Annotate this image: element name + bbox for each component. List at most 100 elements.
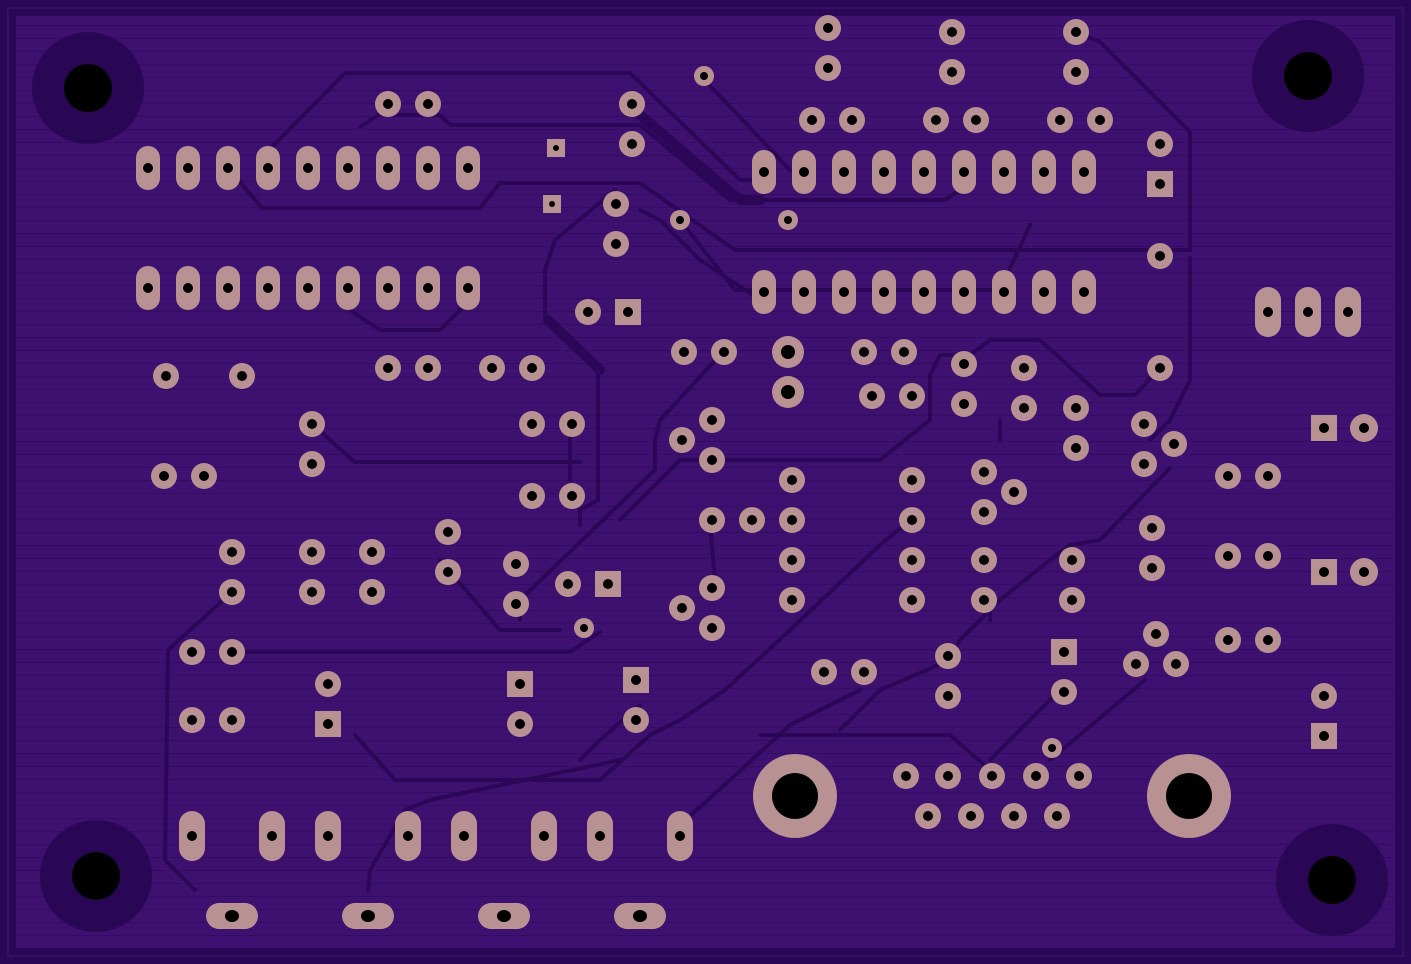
drill-hole [987, 771, 997, 781]
copper-trace [1148, 256, 1192, 442]
drill-hole [527, 363, 537, 373]
drill-hole [1359, 567, 1369, 577]
drill-hole [819, 667, 829, 677]
large-hole [1166, 773, 1212, 819]
drill-hole [463, 283, 473, 293]
drill-hole [707, 455, 717, 465]
drill-hole [859, 667, 869, 677]
drill-hole [907, 515, 917, 525]
drill-hole [1039, 167, 1049, 177]
copper-trace [1048, 678, 1147, 762]
drill-hole [199, 471, 209, 481]
mounting-hole [72, 852, 120, 900]
drill-hole [943, 771, 953, 781]
mounting-holes [32, 20, 1388, 936]
drill-hole [187, 831, 197, 841]
drill-hole [143, 283, 153, 293]
drill-hole [487, 363, 497, 373]
drill-hole [947, 67, 957, 77]
drill-hole [227, 647, 237, 657]
drill-hole [1067, 555, 1077, 565]
drill-hole [223, 283, 233, 293]
drill-hole [323, 831, 333, 841]
drill-hole [947, 27, 957, 37]
drill-hole [1039, 287, 1049, 297]
drill-hole [1071, 403, 1081, 413]
drill-hole [1319, 731, 1329, 741]
drill-hole [1263, 307, 1273, 317]
drill-hole [511, 559, 521, 569]
drill-hole [303, 283, 313, 293]
drill-hole [627, 99, 637, 109]
via-hole [1048, 744, 1056, 752]
drill-hole [1079, 287, 1089, 297]
drill-hole [787, 515, 797, 525]
copper-trace [678, 688, 862, 827]
drill-hole [1131, 659, 1141, 669]
drill-hole [1171, 659, 1181, 669]
drill-hole [263, 163, 273, 173]
drill-hole [1067, 595, 1077, 605]
drill-hole [707, 515, 717, 525]
drill-hole [943, 651, 953, 661]
drill-hole [227, 715, 237, 725]
drill-hole [563, 579, 573, 589]
drill-hole [515, 679, 525, 689]
drill-hole [847, 115, 857, 125]
copper-trace [270, 71, 762, 182]
drill-hole [367, 547, 377, 557]
drill-hole [907, 595, 917, 605]
copper-trace [310, 422, 582, 464]
drill-hole [677, 435, 687, 445]
copper-trace [708, 523, 717, 582]
drill-hole [979, 467, 989, 477]
drill-hole [383, 99, 393, 109]
drill-hole [497, 910, 511, 922]
traces [163, 30, 1192, 892]
drill-hole [823, 23, 833, 33]
drill-hole [187, 715, 197, 725]
drill-hole [1139, 419, 1149, 429]
drill-hole [307, 419, 317, 429]
drill-hole [423, 363, 433, 373]
drill-hole [1263, 551, 1273, 561]
drill-hole [1074, 771, 1084, 781]
drill-hole [1071, 27, 1081, 37]
drill-hole [515, 719, 525, 729]
drill-hole [799, 167, 809, 177]
drill-hole [423, 283, 433, 293]
drill-hole [463, 163, 473, 173]
drill-hole [307, 547, 317, 557]
drill-hole [611, 199, 621, 209]
drill-hole [459, 831, 469, 841]
drill-hole [307, 459, 317, 469]
drill-hole [1319, 423, 1329, 433]
drill-hole [227, 547, 237, 557]
drill-hole [307, 587, 317, 597]
drill-hole [383, 363, 393, 373]
drill-hole [839, 287, 849, 297]
drill-hole [567, 491, 577, 501]
drill-hole [719, 347, 729, 357]
drill-hole [1151, 629, 1161, 639]
drill-hole [323, 719, 333, 729]
drill-hole [595, 831, 605, 841]
copper-trace [366, 758, 622, 892]
copper-trace [678, 218, 1032, 292]
drill-hole [527, 491, 537, 501]
drill-hole [787, 595, 797, 605]
drill-hole [943, 691, 953, 701]
drill-hole [1303, 307, 1313, 317]
drill-hole [971, 115, 981, 125]
drill-hole [1147, 563, 1157, 573]
drill-hole [907, 475, 917, 485]
drill-hole [263, 283, 273, 293]
drill-hole [999, 167, 1009, 177]
drill-hole [707, 623, 717, 633]
drill-hole [759, 287, 769, 297]
drill-hole [899, 347, 909, 357]
drill-hole [1059, 647, 1069, 657]
drill-hole [823, 63, 833, 73]
drill-hole [959, 167, 969, 177]
